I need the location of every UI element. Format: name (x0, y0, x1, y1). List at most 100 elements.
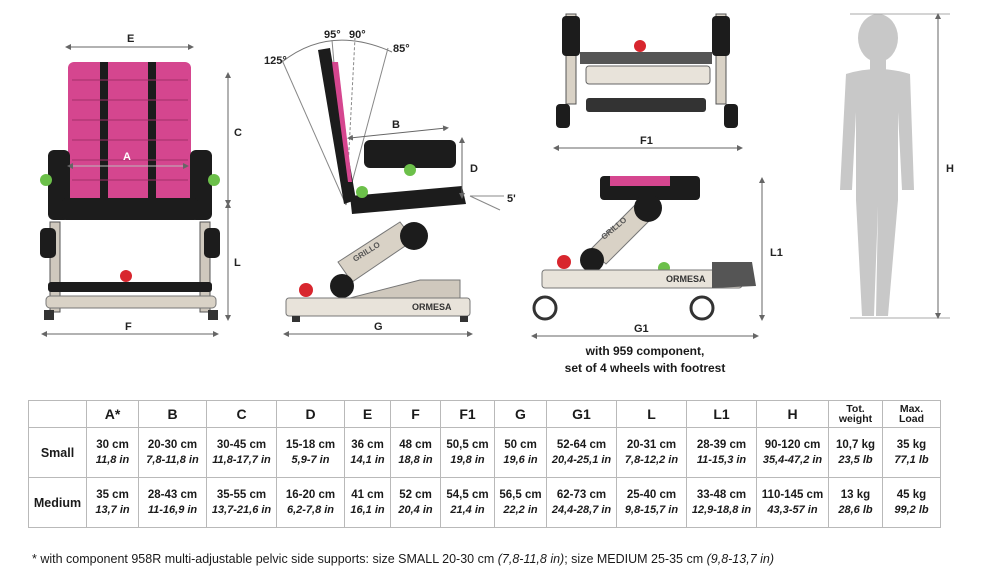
cell-imperial-value: 13,7 in (95, 503, 130, 516)
cell-metric-value: 30-45 cm (216, 438, 267, 451)
weight-header-line2: weight (838, 413, 873, 425)
cell-imperial-value: 14,1 in (350, 453, 385, 466)
dim-label-b: B (392, 119, 400, 131)
person-silhouette (840, 13, 950, 319)
chair-side-view: 125° 95° 90° 85° GRILLO ORMESA B D 5' G (264, 29, 516, 337)
cell-imperial-value: 11-15,3 in (696, 453, 747, 466)
cell-metric-value: 90-120 cm (764, 438, 821, 451)
table-cell: 48 cm 18,8 in (390, 427, 441, 478)
weight-header-line1: Tot. (846, 403, 865, 415)
angle-label-125: 125° (264, 55, 287, 67)
cell-metric-value: 15-18 cm (285, 438, 336, 451)
dim-label-l1: L1 (770, 247, 783, 259)
cell-imperial-value: 19,8 in (450, 453, 485, 466)
column-header: C (206, 400, 277, 428)
cell-imperial-value: 9,8-15,7 in (624, 503, 679, 516)
column-header: H (756, 400, 829, 428)
cell-imperial-value: 20,4 in (398, 503, 433, 516)
chair-front-wheels-view: F1 (553, 13, 743, 151)
column-header: F1 (440, 400, 495, 428)
cell-metric-value: 54,5 cm (446, 488, 489, 501)
table-cell: 50 cm 19,6 in (494, 427, 547, 478)
cell-imperial-value: 18,8 in (398, 453, 433, 466)
cell-imperial-value: 35,4-47,2 in (762, 453, 823, 466)
cell-imperial-value: 20,4-25,1 in (551, 453, 612, 466)
cell-imperial-value: 12,9-18,8 in (691, 503, 752, 516)
cell-metric-value: 35 kg (896, 438, 927, 451)
column-header: D (276, 400, 345, 428)
chair-side-wheels-view: ORMESA GRILLO L1 G1 (531, 176, 783, 339)
angle-label-95: 95° (324, 29, 341, 41)
cell-metric-value: 45 kg (896, 488, 927, 501)
cell-imperial-value: 43,3-57 in (767, 503, 818, 516)
dim-label-d: D (470, 163, 478, 175)
cell-metric-value: 36 cm (351, 438, 384, 451)
column-header: L (616, 400, 687, 428)
column-header: G (494, 400, 547, 428)
column-header: E (344, 400, 391, 428)
footnote: * with component 958R multi-adjustable p… (32, 552, 774, 566)
dim-label-g: G (374, 321, 383, 333)
dim-label-c: C (234, 127, 242, 139)
cell-imperial-value: 24,4-28,7 in (551, 503, 612, 516)
angle-label-85: 85° (393, 43, 410, 55)
column-header: A* (86, 400, 139, 428)
footnote-mid: ; size MEDIUM 25-35 cm (564, 552, 707, 566)
brand-label-side2: ORMESA (666, 274, 706, 284)
dim-label-e: E (127, 33, 134, 45)
cell-imperial-value: 13,7-21,6 in (211, 503, 272, 516)
cell-imperial-value: 21,4 in (450, 503, 485, 516)
table-header-row: A* B C D E F F1 G G1 L L1 H Tot. weight … (28, 400, 941, 428)
product-illustration: E A C L F 125° 95° 90° 85° GRILLO (40, 13, 954, 339)
cell-imperial-value: 7,8-11,8 in (146, 453, 199, 466)
cell-metric-value: 52-64 cm (556, 438, 607, 451)
cell-metric-value: 50 cm (504, 438, 537, 451)
row-label: Medium (28, 477, 87, 528)
cell-metric-value: 35-55 cm (216, 488, 267, 501)
cell-metric-value: 25-40 cm (626, 488, 677, 501)
footnote-text: * with component 958R multi-adjustable p… (32, 552, 498, 566)
table-cell: 16-20 cm 6,2-7,8 in (276, 477, 345, 528)
dimensions-table: A* B C D E F F1 G G1 L L1 H Tot. weight … (28, 400, 941, 528)
cell-metric-value: 41 cm (351, 488, 384, 501)
dim-label-h: H (946, 163, 954, 175)
cell-imperial-value: 22,2 in (503, 503, 538, 516)
dim-label-a: A (123, 151, 131, 163)
cell-metric-value: 10,7 kg (836, 438, 875, 451)
cell-imperial-value: 7,8-12,2 in (624, 453, 679, 466)
cell-imperial-value: 11,8 in (95, 453, 130, 466)
figure-caption-line2: set of 4 wheels with footrest (564, 361, 726, 375)
cell-metric-value: 16-20 cm (285, 488, 336, 501)
cell-imperial-value: 28,6 lb (838, 503, 873, 516)
dim-label-g1: G1 (634, 323, 649, 335)
cell-imperial-value: 19,6 in (503, 453, 538, 466)
cell-imperial-value: 99,2 lb (894, 503, 929, 516)
cell-metric-value: 28-43 cm (147, 488, 198, 501)
column-header: G1 (546, 400, 617, 428)
column-header: F (390, 400, 441, 428)
cell-imperial-value: 6,2-7,8 in (286, 503, 335, 516)
load-header-line2: Load (898, 413, 925, 425)
table-cell: 90-120 cm 35,4-47,2 in (756, 427, 829, 478)
cell-metric-value: 48 cm (399, 438, 432, 451)
